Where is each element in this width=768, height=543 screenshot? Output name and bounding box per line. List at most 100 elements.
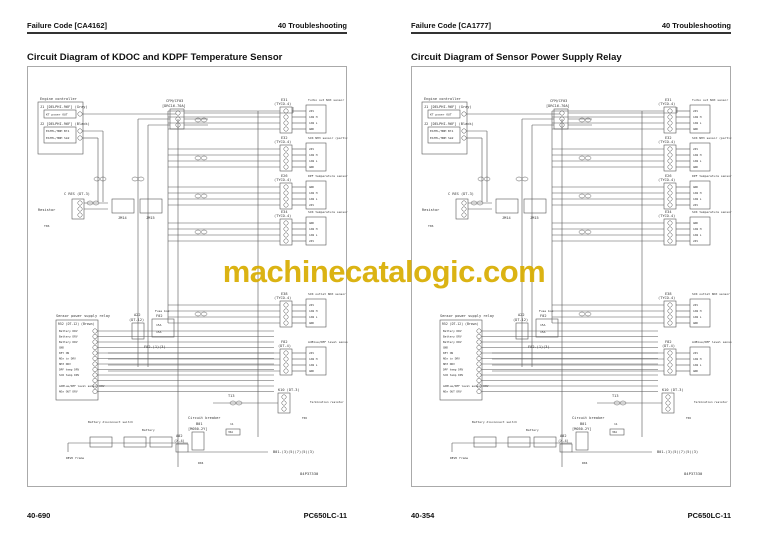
b01-reference: B01-(3)(5)(7)(5)(3) (657, 450, 698, 454)
drawing-id: 84P37330 (684, 471, 703, 476)
pin (283, 238, 289, 244)
j1-pin-label: KT power OUT (46, 113, 68, 117)
sensor-pin-label: CAN L (693, 233, 702, 237)
twisted-pair (200, 311, 208, 317)
pin (476, 389, 482, 394)
k10-label: K10 (DT-3) (278, 388, 300, 392)
relay-pin-label: DPF temp DRV (59, 368, 80, 372)
pin (283, 320, 289, 326)
pin (667, 362, 673, 368)
junction-label: JM14 (118, 216, 127, 220)
f82-pin-label: GND (693, 369, 698, 373)
sensor-box (689, 104, 711, 134)
pin (667, 202, 673, 208)
sensor-connector (279, 182, 293, 210)
relay-pin-label: SCR temp DRV (443, 373, 464, 377)
sensor-pin-label: 24V (693, 239, 698, 243)
fuse-11 (609, 428, 625, 436)
pin (283, 368, 289, 374)
pin (461, 200, 467, 206)
twisted-pair (578, 311, 586, 317)
pin (667, 314, 673, 320)
pin (667, 320, 673, 326)
pin (476, 383, 482, 389)
fuse-11-rating: 30A (612, 430, 617, 434)
fuse-11-rating: 30A (228, 430, 233, 434)
sensor-box (689, 216, 711, 246)
pin (667, 238, 673, 244)
relay-pin-label: AdBlue/DEF level sensor DRV (59, 384, 105, 388)
r04-label: R04 (582, 461, 588, 465)
sensor-name: SCR NH3 sensor (particle) (308, 136, 348, 140)
sensor-name: SCR temperature sensor (692, 210, 732, 214)
pin (92, 334, 98, 339)
pin (476, 345, 482, 350)
sensor-id: E26 (665, 174, 672, 178)
relay-pin-label: Battery DRV (59, 335, 78, 339)
pin (283, 190, 289, 196)
relay-pin-label: Battery DRV (443, 335, 462, 339)
engine-controller-label: Engine controller (40, 97, 78, 101)
relay-pin-label: KEY ON (59, 351, 69, 355)
f82-label: F82 (665, 340, 672, 344)
battery-disconnect-switch-label: Battery disconnect switch (472, 420, 517, 424)
f02-reference: F02-(1)(3) (528, 345, 550, 349)
pin (283, 314, 289, 320)
header-rule (27, 32, 347, 34)
sensor-box (305, 216, 327, 246)
sensor-pin-label: GND (309, 165, 314, 169)
sensor-connector-label: (TYCO-4) (658, 296, 675, 300)
sensor-pin-label: GND (309, 321, 314, 325)
f82-pin-label: 24V (309, 351, 314, 355)
pin (283, 220, 289, 226)
component-box (427, 109, 461, 119)
sensor-connector-label: (TYCO-4) (658, 178, 675, 182)
pin (461, 135, 467, 141)
twisted-pair (578, 117, 586, 123)
a02-connector-label: (X-4) (558, 439, 569, 443)
sensor-connector (663, 218, 677, 246)
a22-connector-label: (DT-12) (513, 318, 528, 322)
f82-pin-label: CAN H (309, 357, 318, 361)
sensor-id: E31 (281, 98, 288, 102)
sensor-name: SCR outlet NOX sensor (308, 292, 346, 296)
f82-pin-label: 24V (693, 351, 698, 355)
j2-connector-label: J2 [DELPHI-96F] (Black) (40, 122, 90, 126)
model-label: PC650LC-11 (303, 511, 347, 520)
sensor-pin-label: CAN H (693, 309, 702, 313)
f82-name: AdBlue/DEF level sensor (308, 340, 348, 344)
sensor-pin-label: 24V (693, 203, 698, 207)
frame-ground-label: REVO frame (450, 456, 468, 460)
sensor-pin-label: 24V (693, 303, 698, 307)
pin (283, 120, 289, 126)
b01-connector-label: [M050-2Y] (188, 427, 207, 431)
junction-jm14 (495, 198, 519, 214)
pin (77, 200, 83, 206)
pin (283, 232, 289, 238)
pin (667, 190, 673, 196)
a22-connector (515, 322, 529, 340)
page-title: Circuit Diagram of KDOC and KDPF Tempera… (27, 52, 283, 63)
sensor-pin-label: CAN H (309, 309, 318, 313)
pin (461, 111, 467, 117)
pin (92, 389, 98, 394)
resistor-label: Resistor (38, 208, 56, 212)
twisted-pair (194, 117, 202, 123)
pin (92, 356, 98, 361)
sensor-id: E38 (665, 292, 672, 296)
pin (667, 368, 673, 374)
sensor-box (305, 180, 327, 210)
fuse-box-id: F02 (540, 314, 547, 318)
sensor-connector (663, 182, 677, 210)
j2-pin-label: EATHL/HNH Sm2 (430, 136, 454, 140)
pin (283, 108, 289, 114)
failure-code: Failure Code [CA1777] (411, 21, 492, 30)
relay-pin-label: SCR temp DRV (59, 373, 80, 377)
j2-pin-label: EATHL/HNH Bt1 (430, 129, 454, 133)
sensor-box (689, 180, 711, 210)
sensor-connector (663, 106, 677, 134)
sensor-box (689, 142, 711, 172)
sensor-connector-label: (TYCO-4) (658, 140, 675, 144)
k10-name: Termination resistor (694, 400, 728, 404)
